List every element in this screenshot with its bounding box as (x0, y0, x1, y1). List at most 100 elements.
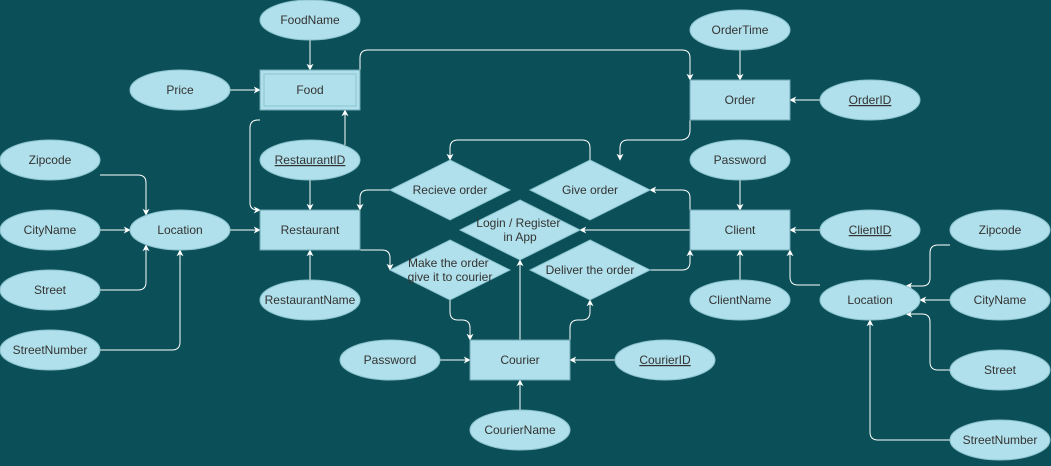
attribute-streetnumber-right-shape (949, 419, 1051, 461)
attribute-zipcode-left-shape (0, 139, 101, 181)
attribute-courier-password[interactable]: Password (339, 339, 441, 381)
edge-streetnumber-location-right (866, 319, 950, 441)
attribute-location-left[interactable]: Location (129, 209, 231, 251)
edge-order-giveorder (616, 120, 691, 161)
relationship-make-order-courier-line-1: Make the order (408, 256, 489, 270)
relationship-recieve-order-label: Recieve order (413, 183, 488, 197)
entity-client-box (689, 209, 791, 251)
edge-streetnumber-location-left (100, 249, 184, 351)
attribute-street-right-shape (949, 349, 1051, 391)
entity-order-box (689, 79, 791, 121)
edge-street-location-right (905, 310, 950, 371)
relationship-deliver-order-shape (528, 239, 652, 301)
attribute-streetnumber-left-shape (0, 329, 101, 371)
attribute-order-id[interactable]: OrderID (819, 79, 921, 121)
attribute-location-right-label: Location (847, 293, 892, 307)
attribute-cityname-left-label: CityName (24, 223, 77, 237)
relationship-login-register-line-2: in App (503, 230, 537, 244)
attribute-zipcode-left-label: Zipcode (29, 153, 72, 167)
attribute-location-right-shape (819, 279, 921, 321)
attribute-courier-name-label: CourierName (484, 423, 556, 437)
attribute-courier-id[interactable]: CourierID (614, 339, 716, 381)
entity-courier-label: Courier (500, 353, 539, 367)
attribute-client-id-shape (819, 209, 921, 251)
attribute-price[interactable]: Price (129, 69, 231, 111)
entity-food[interactable]: Food (259, 69, 361, 111)
entity-restaurant-label: Restaurant (281, 223, 340, 237)
edge-deliver-client (650, 249, 694, 271)
entity-restaurant[interactable]: Restaurant (259, 209, 361, 251)
entity-courier-box (469, 339, 571, 381)
attribute-food-name[interactable]: FoodName (259, 0, 361, 41)
attribute-order-time-label: OrderTime (712, 23, 769, 37)
edge-restaurant-makeorder (360, 249, 394, 271)
attribute-restaurant-name[interactable]: RestaurantName (259, 279, 361, 321)
entity-client-label: Client (725, 223, 756, 237)
attribute-restaurant-id-shape (259, 139, 361, 181)
attribute-client-password-shape (689, 139, 791, 181)
entity-restaurant-box (259, 209, 361, 251)
attribute-food-name-label: FoodName (280, 13, 340, 27)
relationship-make-order-courier-label: Make the order give it to courier (408, 256, 493, 284)
attribute-street-right[interactable]: Street (949, 349, 1051, 391)
entity-courier[interactable]: Courier (469, 339, 571, 381)
edges (100, 40, 950, 441)
relationship-make-order-courier-line-2: give it to courier (408, 270, 493, 284)
edge-client-giveorder (649, 186, 691, 210)
relationship-give-order-shape (528, 159, 652, 221)
attribute-streetnumber-left[interactable]: StreetNumber (0, 329, 101, 371)
attribute-zipcode-right-label: Zipcode (979, 223, 1022, 237)
attribute-price-label: Price (166, 83, 194, 97)
attribute-cityname-right[interactable]: CityName (949, 279, 1051, 321)
entity-order-label: Order (725, 93, 756, 107)
relationship-login-register-line-1: Login / Register (476, 216, 560, 230)
entity-food-inner-border (263, 73, 357, 107)
attribute-restaurant-name-label: RestaurantName (265, 293, 356, 307)
relationship-give-order[interactable]: Give order (528, 159, 652, 221)
relationship-deliver-order[interactable]: Deliver the order (528, 239, 652, 301)
relationship-login-register-label: Login / Register in App (476, 216, 563, 244)
entity-client[interactable]: Client (689, 209, 791, 251)
attribute-location-right[interactable]: Location (819, 279, 921, 321)
attribute-order-time[interactable]: OrderTime (689, 9, 791, 51)
entity-food-box (259, 69, 361, 111)
edge-zipcode-location-left (100, 174, 150, 216)
attribute-streetnumber-right[interactable]: StreetNumber (949, 419, 1051, 461)
attribute-street-left[interactable]: Street (0, 269, 101, 311)
attribute-street-right-label: Street (984, 363, 1017, 377)
attribute-client-id-label: ClientID (849, 223, 892, 237)
attribute-client-password-label: Password (714, 153, 767, 167)
attribute-order-id-label: OrderID (849, 93, 892, 107)
relationship-deliver-order-label: Deliver the order (546, 263, 635, 277)
attribute-price-shape (129, 69, 231, 111)
attribute-courier-name-shape (469, 409, 571, 451)
attribute-courier-id-shape (614, 339, 716, 381)
attribute-restaurant-id[interactable]: RestaurantID (259, 139, 361, 181)
attribute-order-time-shape (689, 9, 791, 51)
attribute-cityname-left-shape (0, 209, 101, 251)
attribute-zipcode-left[interactable]: Zipcode (0, 139, 101, 181)
attribute-cityname-left[interactable]: CityName (0, 209, 101, 251)
attribute-client-name[interactable]: ClientName (689, 279, 791, 321)
edge-giveorder-recieveorder (446, 139, 591, 161)
attribute-courier-password-label: Password (364, 353, 417, 367)
attribute-food-name-shape (259, 0, 361, 41)
attribute-restaurant-id-label: RestaurantID (275, 153, 346, 167)
attribute-cityname-right-label: CityName (974, 293, 1027, 307)
attribute-client-id[interactable]: ClientID (819, 209, 921, 251)
entity-food-label: Food (296, 83, 323, 97)
relationship-recieve-order[interactable]: Recieve order (388, 159, 512, 221)
attribute-client-password[interactable]: Password (689, 139, 791, 181)
relationship-make-order-courier[interactable]: Make the order give it to courier (388, 239, 512, 301)
attribute-client-name-label: ClientName (709, 293, 772, 307)
attribute-restaurant-name-shape (259, 279, 361, 321)
attribute-zipcode-right[interactable]: Zipcode (949, 209, 1051, 251)
edge-recieveorder-restaurant (356, 189, 390, 211)
relationship-login-register[interactable]: Login / Register in App (458, 199, 582, 261)
edge-food-order (359, 49, 694, 100)
attribute-location-left-shape (129, 209, 231, 251)
attribute-courier-name[interactable]: CourierName (469, 409, 571, 451)
entity-order[interactable]: Order (689, 79, 791, 121)
